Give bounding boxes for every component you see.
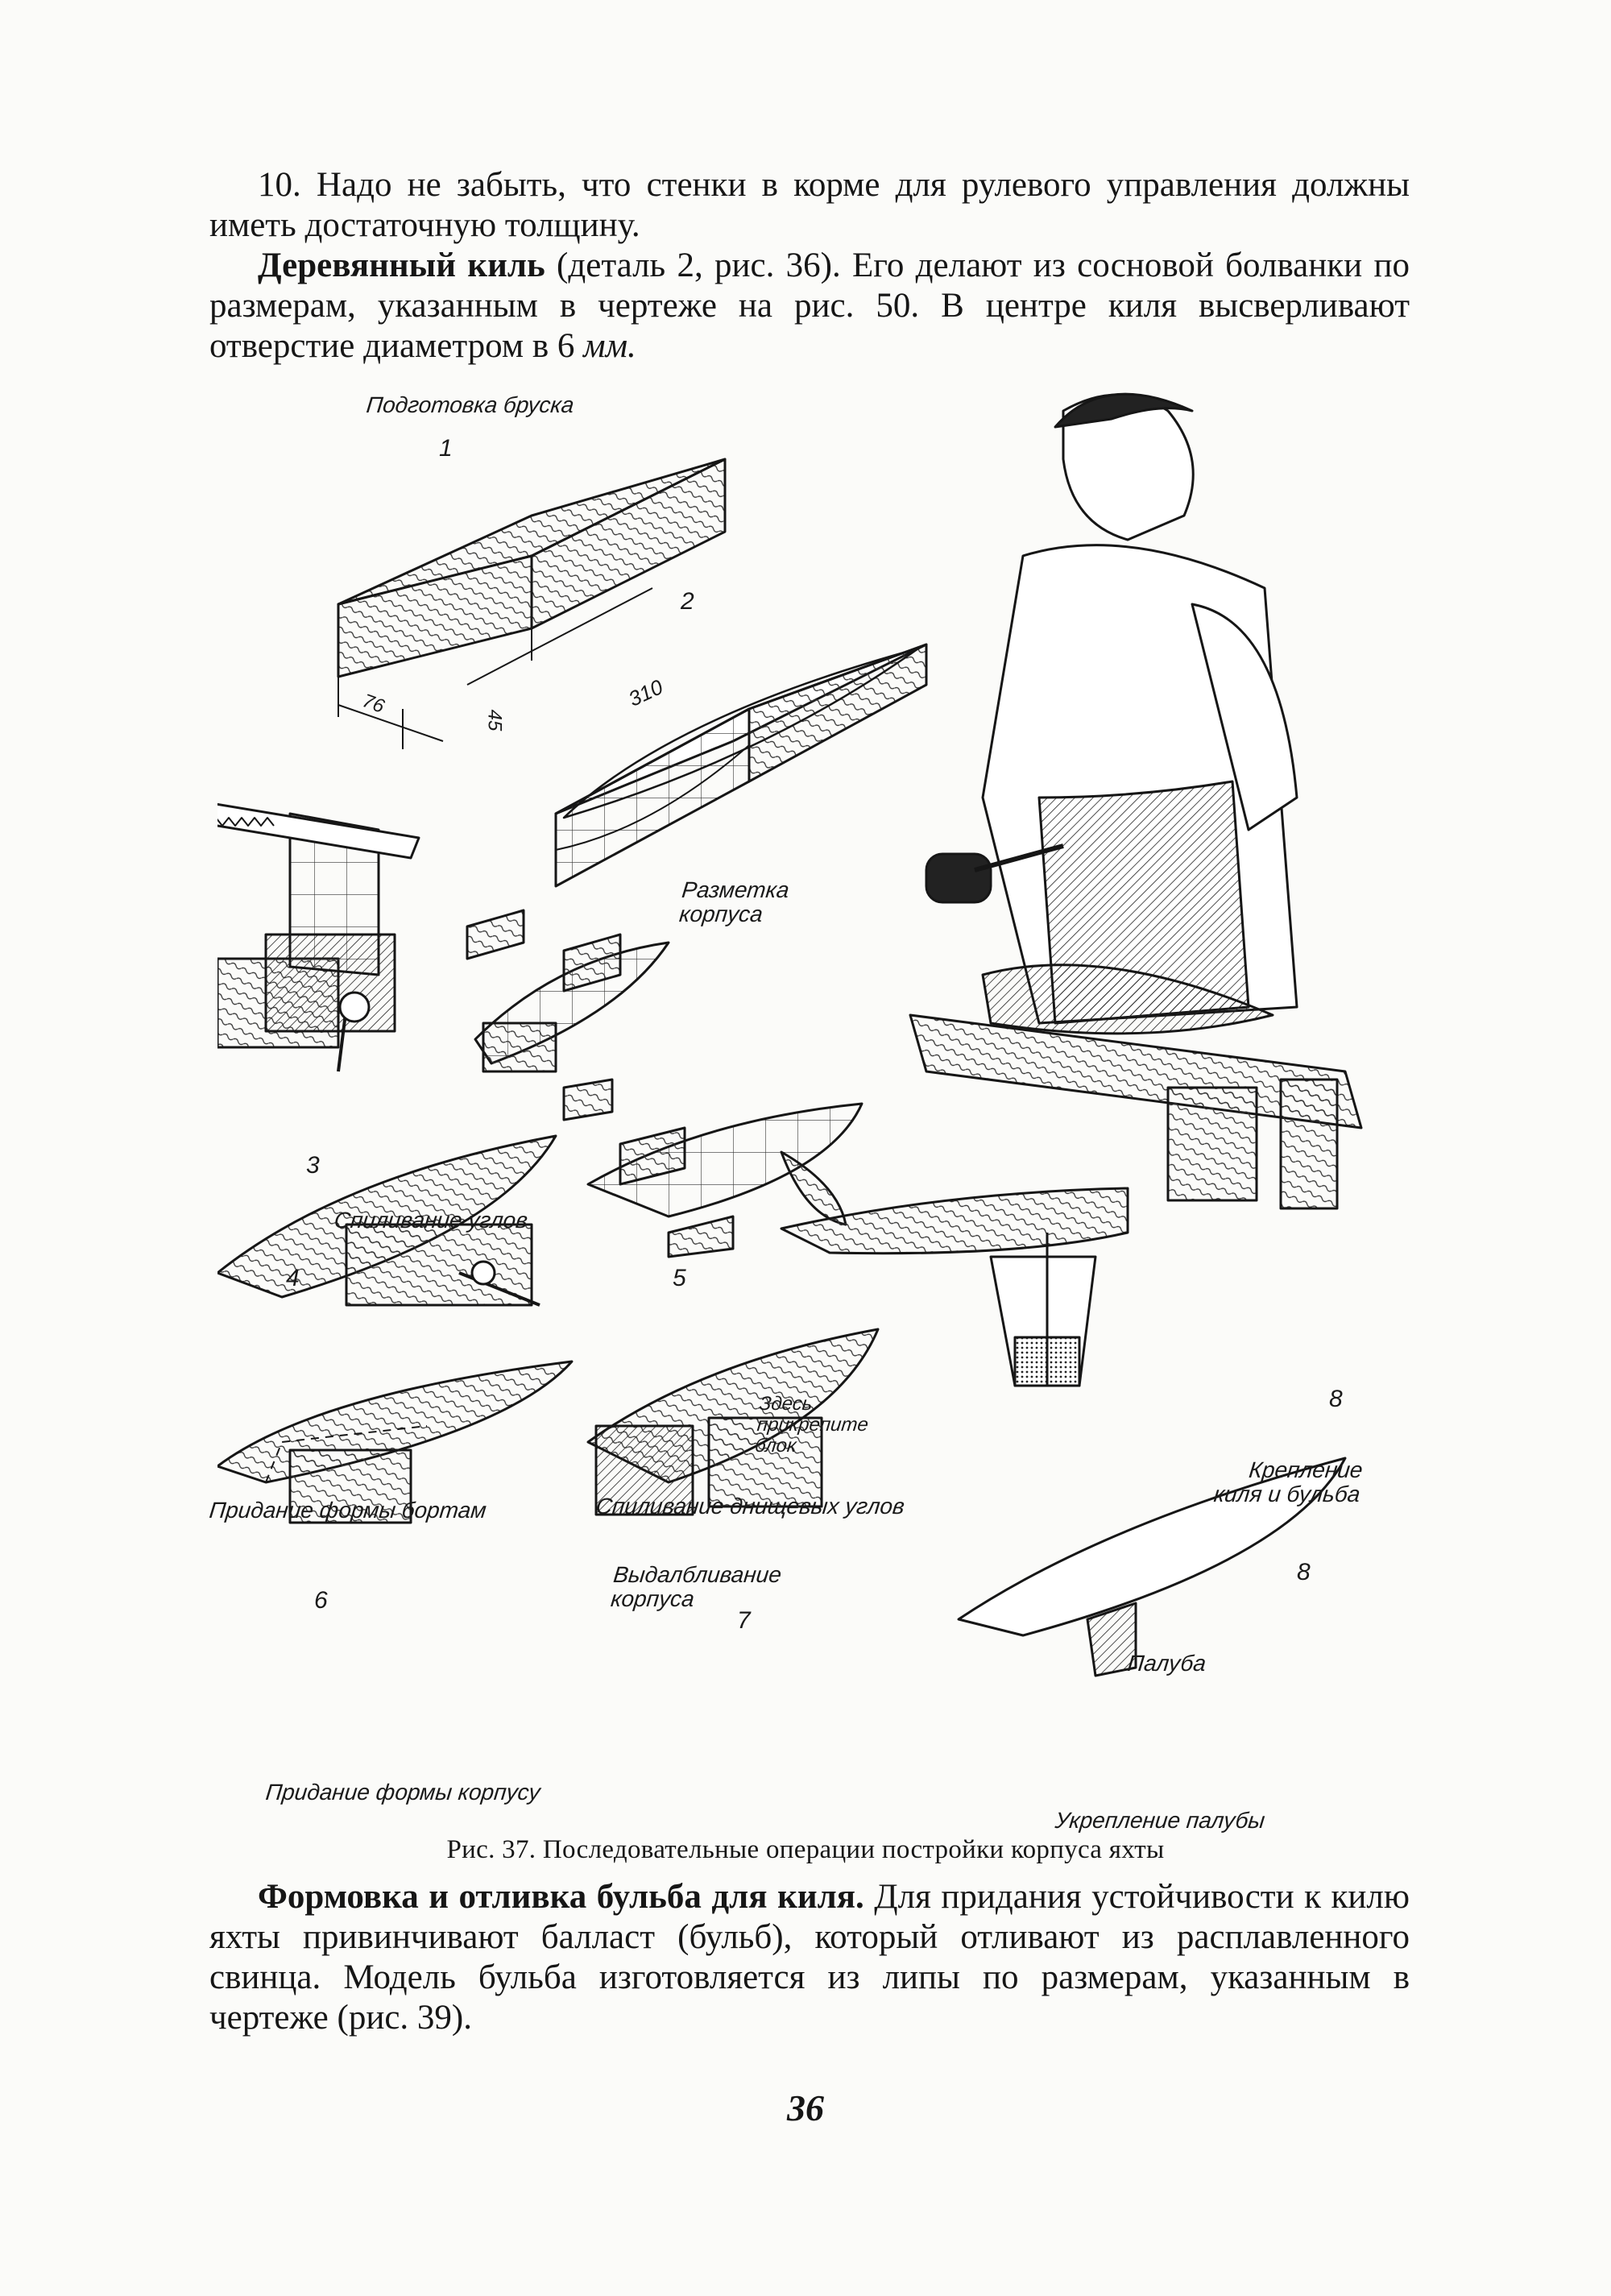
label-step5-note: Здесь прикрепите блок <box>753 1393 870 1457</box>
step4-shaping-sides <box>217 1134 557 1307</box>
number-step1: 1 <box>439 435 453 462</box>
step5-sawing-bottom-corners <box>586 1102 863 1258</box>
number-step8b: 8 <box>1297 1559 1311 1585</box>
illustration-man-carving-hull <box>909 392 1363 1210</box>
step3-sawing-corners <box>217 802 670 1121</box>
number-step2: 2 <box>681 588 694 615</box>
label-step6: Придание формы корпусу <box>264 1780 542 1805</box>
heading-bulb-casting: Формовка и отливка бульба для киля. <box>258 1878 864 1916</box>
heading-wooden-keel: Деревянный киль <box>258 247 545 284</box>
step7-hollowing-hull <box>586 1328 880 1516</box>
number-step4: 4 <box>286 1265 300 1291</box>
figure-caption: Рис. 37. Последовательные операции постр… <box>446 1835 1165 1864</box>
paragraph-stern-walls: 10. Надо не забыть, что стенки в корме д… <box>209 166 1410 244</box>
label-step7: Выдалбливание корпуса <box>609 1562 783 1611</box>
number-step7: 7 <box>737 1607 751 1634</box>
label-step4: Придание формы бортам <box>208 1498 488 1523</box>
figure-drawing <box>217 392 1363 1677</box>
number-step8a: 8 <box>1329 1386 1343 1412</box>
label-step8a: Крепление киля и бульба <box>1212 1457 1365 1506</box>
number-step3: 3 <box>306 1152 320 1179</box>
step6-shaping-hull <box>217 1360 574 1524</box>
paragraph-wooden-keel: Деревянный киль (деталь 2, рис. 36). Его… <box>209 247 1410 365</box>
number-step6: 6 <box>314 1587 328 1614</box>
label-step1: Подготовка бруска <box>365 392 576 417</box>
label-step5: Спиливание днищевых углов <box>594 1494 906 1519</box>
step8b-deck-attached <box>957 1457 1347 1677</box>
step2-marked-block <box>554 643 928 888</box>
label-step2: Разметка корпуса <box>677 877 791 926</box>
dimension-height: 45 <box>483 709 506 731</box>
step8a-keel-and-bulb <box>780 1187 1129 1387</box>
figure-37-hull-construction: Подготовка бруска 1 2 310 76 45 Разметка… <box>208 379 1394 1833</box>
label-step3: Спиливание углов <box>333 1208 529 1233</box>
page-number: 36 <box>787 2087 824 2128</box>
number-step5: 5 <box>673 1265 686 1291</box>
paragraph-bulb-casting: Формовка и отливка бульба для киля. Для … <box>209 1878 1410 2037</box>
label-step8b-deck: Палуба <box>1126 1651 1207 1676</box>
label-step8b: Укрепление палубы <box>1054 1808 1266 1833</box>
step1-block <box>337 458 727 749</box>
